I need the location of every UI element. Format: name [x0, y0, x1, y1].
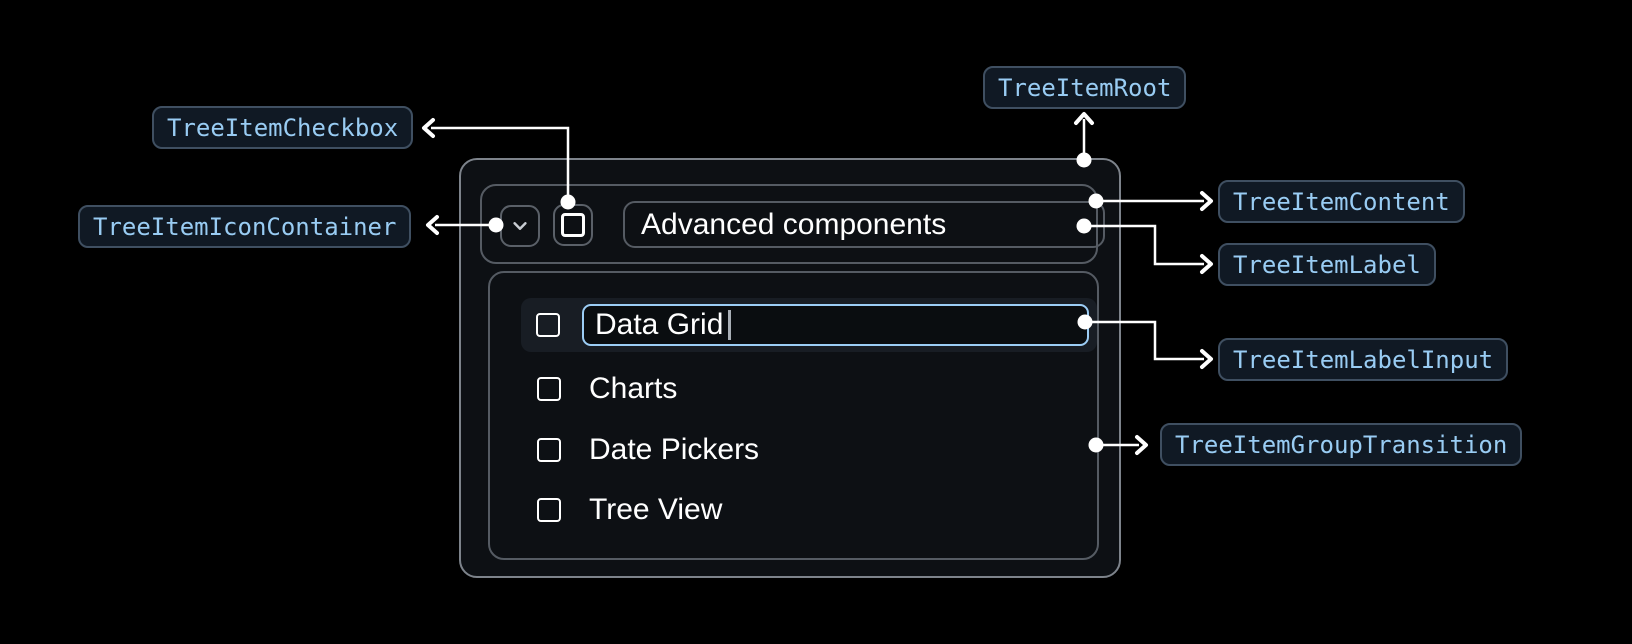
- tree-row-label: Date Pickers: [589, 433, 760, 466]
- tree-row-tree-view[interactable]: Tree View: [521, 486, 1097, 534]
- tree-row-date-pickers[interactable]: Date Pickers: [521, 426, 1097, 474]
- checkbox-unchecked-icon[interactable]: [537, 438, 561, 462]
- tree-row-data-grid[interactable]: Data Grid: [521, 298, 1097, 352]
- checkbox-unchecked-icon[interactable]: [537, 377, 561, 401]
- chevron-down-icon: [507, 213, 533, 239]
- tree-item-group-transition: Data Grid Charts Date Pickers Tree View: [488, 271, 1099, 560]
- tree-item-label-input[interactable]: Data Grid: [582, 304, 1089, 346]
- tree-item-label[interactable]: Advanced components: [623, 201, 1105, 248]
- tree-item-content[interactable]: Advanced components: [480, 184, 1105, 264]
- annotation-tree-item-content: TreeItemContent: [1218, 180, 1465, 223]
- label-input-value: Data Grid: [595, 308, 724, 341]
- tree-row-label: Tree View: [589, 493, 723, 526]
- checkbox-unchecked-icon[interactable]: [537, 498, 561, 522]
- annotation-tree-item-icon-container: TreeItemIconContainer: [78, 205, 412, 248]
- annotation-tree-item-checkbox: TreeItemCheckbox: [152, 106, 414, 149]
- annotation-tree-item-label-input: TreeItemLabelInput: [1218, 338, 1509, 381]
- checkbox-unchecked-icon[interactable]: [536, 313, 560, 337]
- tree-item-root: Advanced components Data Grid Charts Dat…: [459, 158, 1121, 578]
- tree-row-charts[interactable]: Charts: [521, 365, 1097, 413]
- tree-item-checkbox[interactable]: [553, 204, 593, 246]
- annotation-tree-item-root: TreeItemRoot: [983, 66, 1187, 109]
- parent-item-label: Advanced components: [641, 207, 947, 241]
- tree-row-label: Charts: [589, 372, 678, 405]
- annotation-tree-item-group-transition: TreeItemGroupTransition: [1160, 423, 1523, 466]
- checkbox-unchecked-icon[interactable]: [561, 213, 585, 237]
- tree-item-icon-container[interactable]: [500, 205, 540, 247]
- text-caret: [728, 310, 732, 340]
- annotation-tree-item-label: TreeItemLabel: [1218, 243, 1436, 286]
